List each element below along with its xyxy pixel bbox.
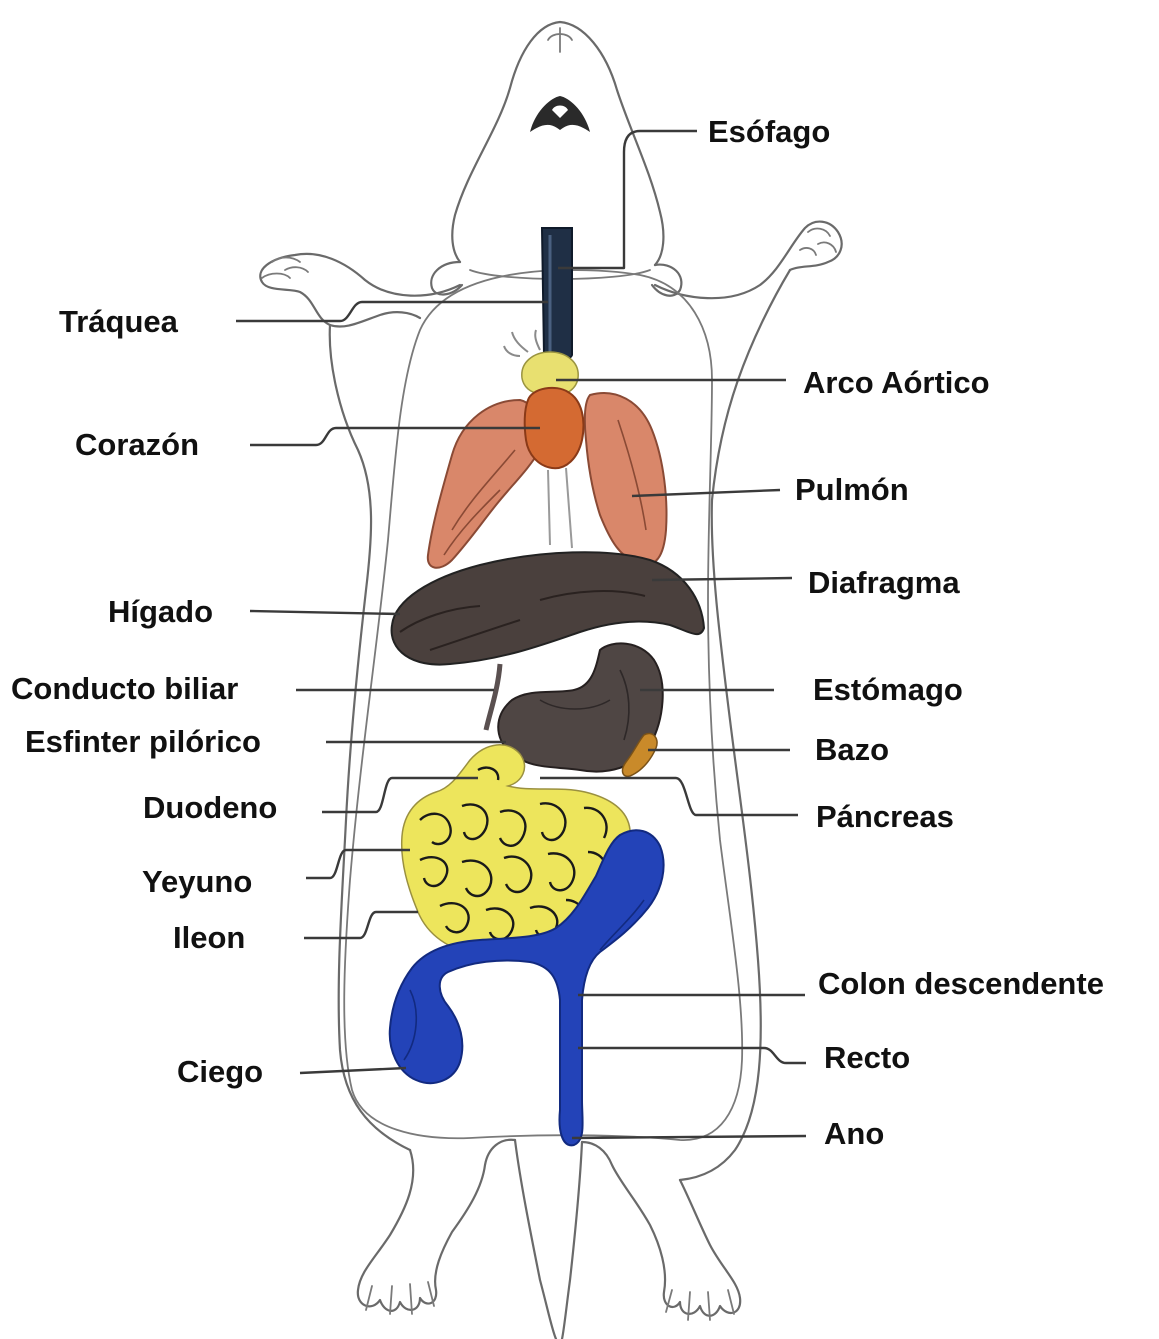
label-higado: Hígado xyxy=(108,596,213,627)
label-traquea: Tráquea xyxy=(59,306,178,337)
label-esfinter-pilorico: Esfinter pilórico xyxy=(25,726,261,757)
label-bazo: Bazo xyxy=(815,734,889,765)
label-estomago: Estómago xyxy=(813,674,963,705)
label-arco-aortico: Arco Aórtico xyxy=(803,367,990,398)
label-colon-descendente: Colon descendente xyxy=(818,968,1104,999)
label-pancreas: Páncreas xyxy=(816,801,954,832)
label-conducto-biliar: Conducto biliar xyxy=(11,673,238,704)
label-recto: Recto xyxy=(824,1042,910,1073)
label-yeyuno: Yeyuno xyxy=(142,866,252,897)
label-pulmon: Pulmón xyxy=(795,474,909,505)
label-diafragma: Diafragma xyxy=(808,567,960,598)
label-ciego: Ciego xyxy=(177,1056,263,1087)
label-corazon: Corazón xyxy=(75,429,199,460)
label-esofago: Esófago xyxy=(708,116,830,147)
label-ileon: Ileon xyxy=(173,922,245,953)
label-ano: Ano xyxy=(824,1118,884,1149)
label-duodeno: Duodeno xyxy=(143,792,277,823)
trachea xyxy=(542,228,572,360)
